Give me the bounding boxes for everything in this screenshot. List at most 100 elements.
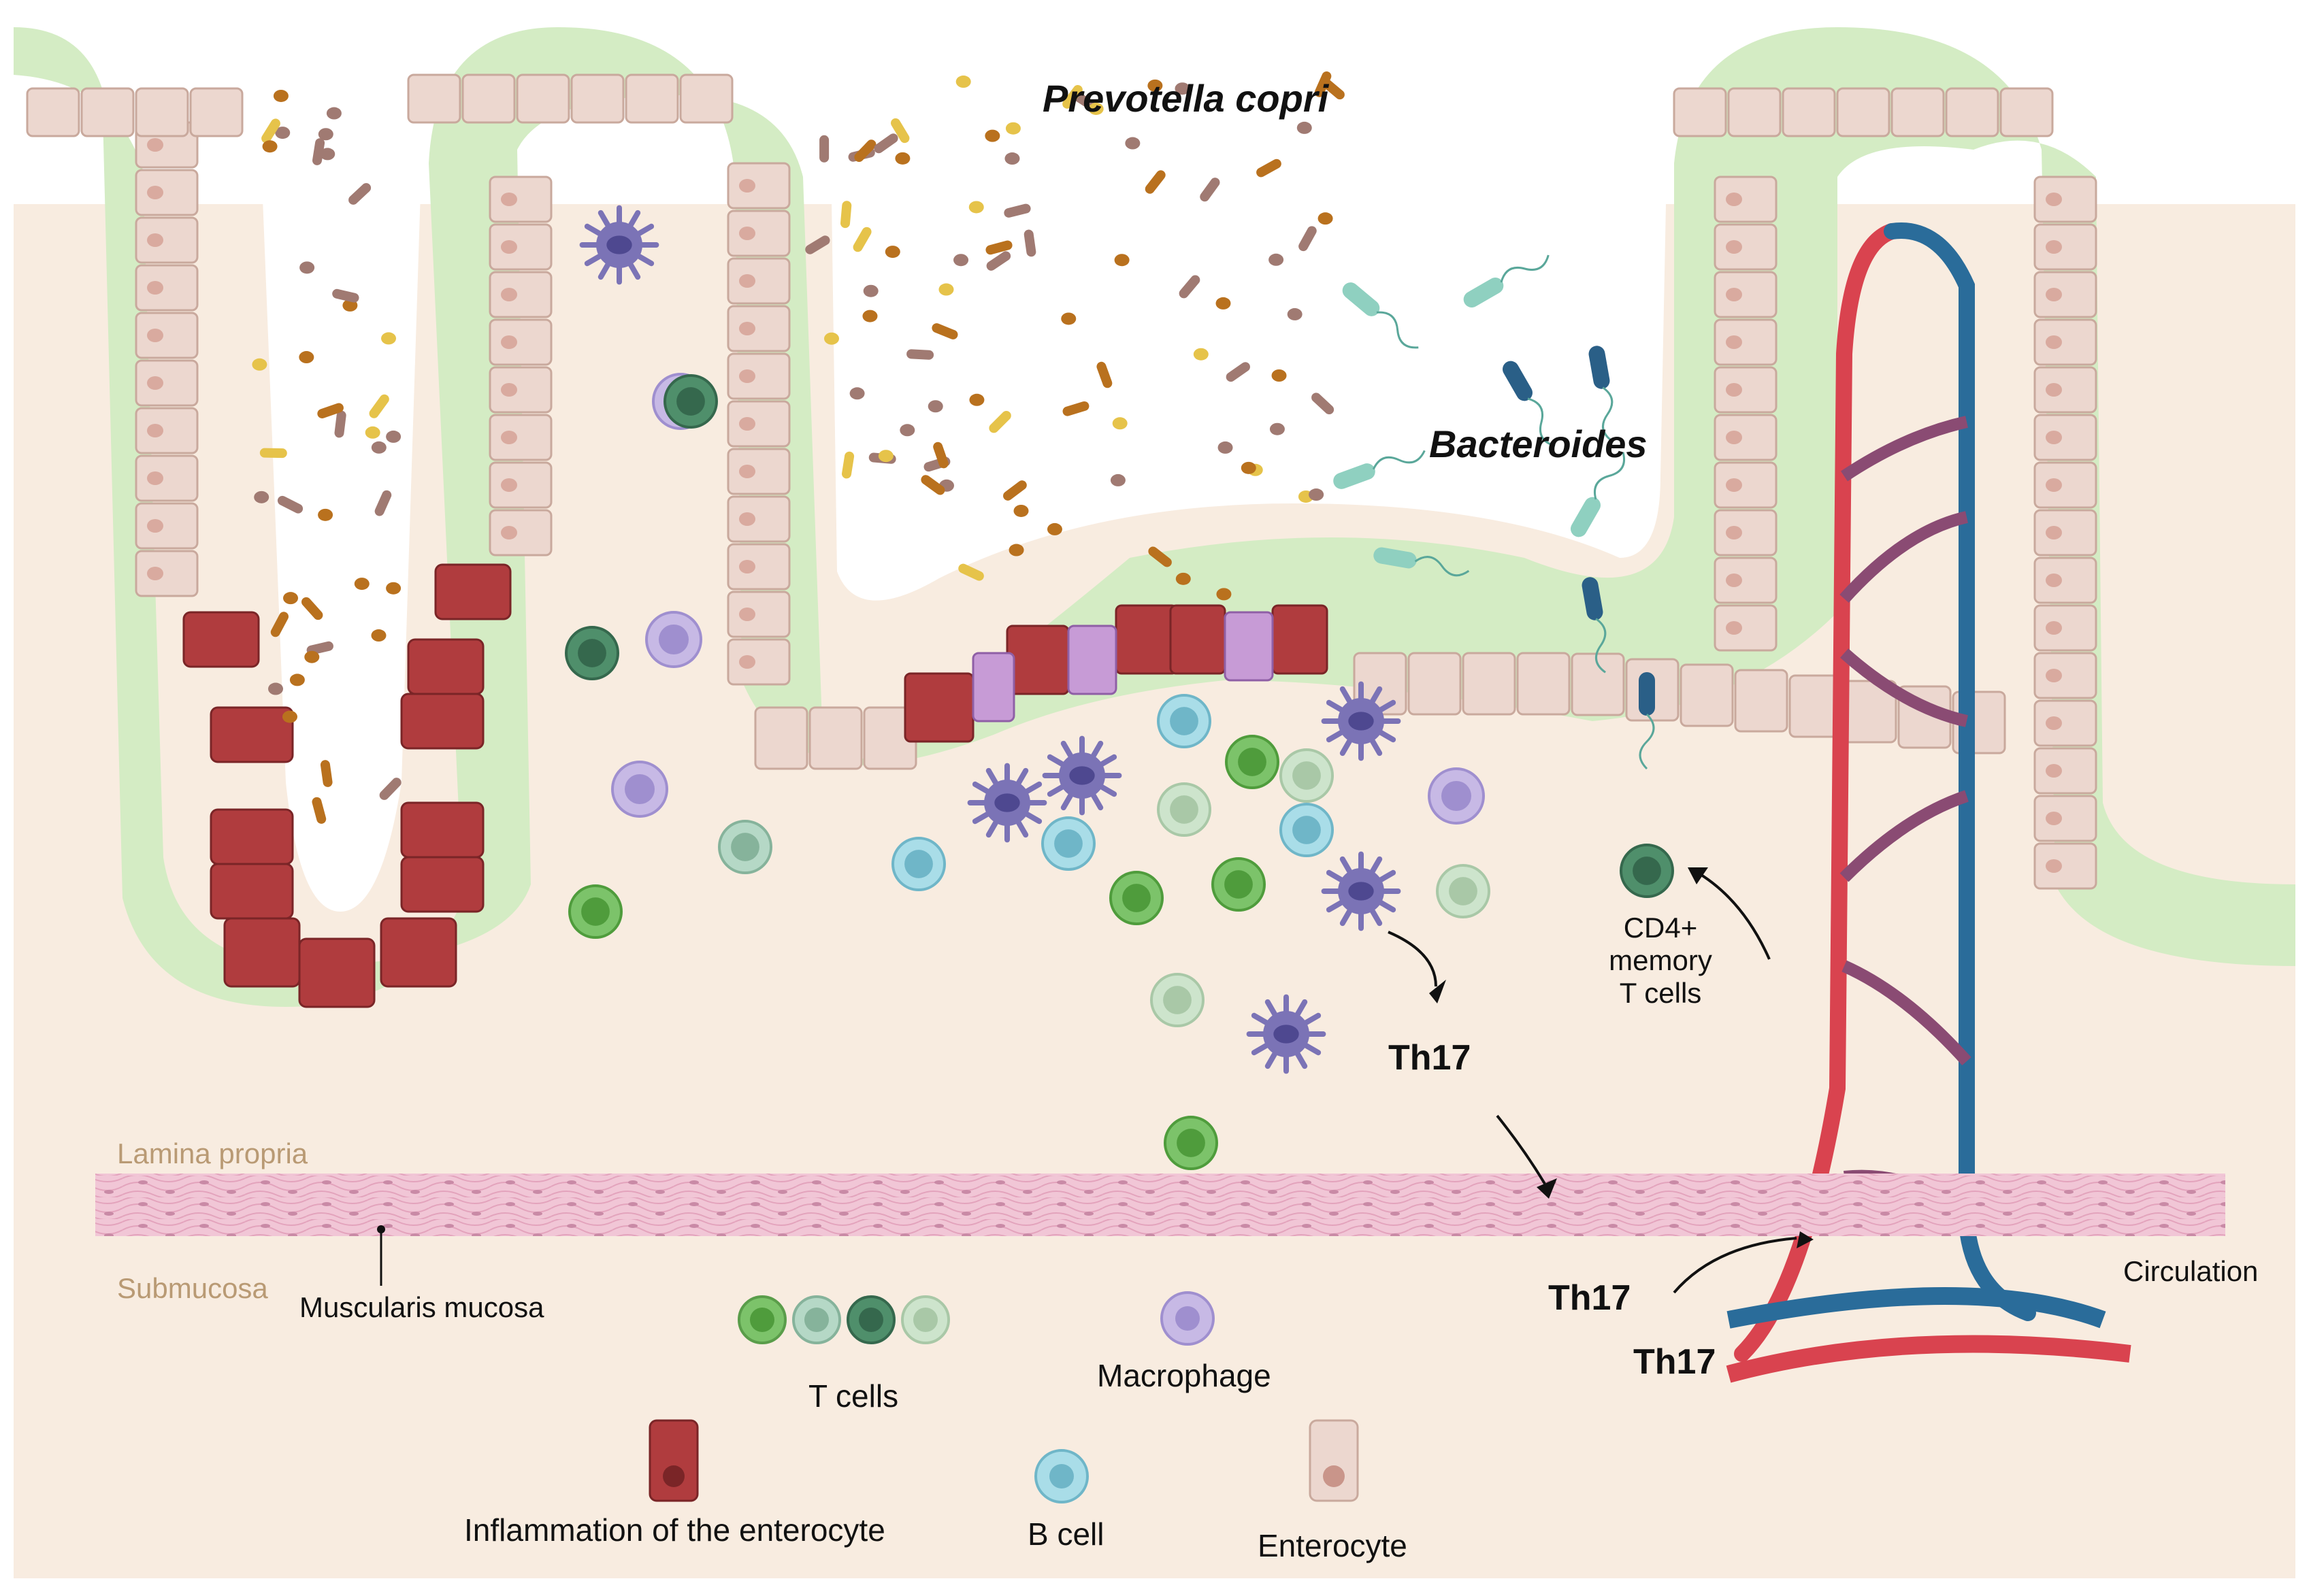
enterocyte-cell [1516,652,1571,716]
prevotella-coccus [985,129,1000,142]
prevotella-copri-label: Prevotella copri [1043,77,1329,120]
enterocyte-cell [1714,414,1778,461]
b-cell-nucleus [1170,707,1198,735]
prevotella-coccus [268,682,284,695]
bacteroides-rod [1582,577,1603,620]
enterocyte-cell [1945,87,1999,137]
enterocyte-nucleus [147,281,163,295]
bacteria-layer [252,71,1655,824]
immune-cells-layer [565,205,1674,1170]
macrophage-nucleus [659,625,689,654]
prevotella-rod [805,235,830,254]
enterocyte-nucleus [147,186,163,199]
bacteroides-rod [1342,282,1380,316]
enterocyte-cell [1836,87,1890,137]
enterocyte-nucleus [501,288,517,301]
prevotella-rod [840,201,852,229]
prevotella-coccus [1268,253,1284,266]
enterocyte-cell [189,87,244,137]
enterocyte-nucleus [1726,573,1742,587]
bacteroides-flagellum [1595,618,1607,674]
enterocyte-cell [1407,652,1462,716]
enterocyte-cell [1890,87,1945,137]
bacteroides-flagellum [1527,397,1556,447]
arrowheads [1429,867,1814,1248]
muscularis-mucosa-band [95,1174,2225,1236]
enterocyte-cell [625,73,679,124]
enterocyte-cell [2033,461,2097,509]
prevotella-coccus [862,310,878,322]
enterocyte-cell [2033,318,2097,366]
enterocyte-cell [1714,461,1778,509]
prevotella-coccus [326,107,342,120]
enterocyte-nucleus [2046,812,2062,825]
enterocyte-cell [727,543,791,591]
prevotella-rod [369,394,389,418]
prevotella-coccus [320,148,335,161]
bacteroides-flagellum [1602,386,1614,442]
prevotella-coccus [1241,461,1256,474]
dendritic-cell-nucleus [1273,1025,1299,1044]
bacteroides-flagellum [1376,311,1419,349]
enterocyte-cell [727,495,791,543]
enterocyte-cell [1571,652,1625,716]
prevotella-coccus [928,400,943,413]
prevotella-coccus [371,441,387,454]
legend-inflamed-enterocyte: Inflammation of the enterocyte [464,1512,885,1548]
prevotella-rod [312,797,327,824]
enterocyte-cell [1673,87,1727,137]
prevotella-rod [986,251,1011,271]
prevotella-coccus [900,424,915,437]
prevotella-coccus [1147,79,1163,92]
damaged-cells [972,611,1274,722]
prevotella-coccus [824,332,840,345]
enterocyte-cell [489,318,553,366]
prevotella-rod [317,403,344,418]
enterocyte-nucleus [2046,193,2062,206]
prevotella-rod [874,133,898,154]
prevotella-rod [1311,393,1334,415]
enterocyte-nucleus [2046,573,2062,587]
bacteroides-flagellum [1372,450,1426,470]
prevotella-coccus [1287,307,1303,320]
bacteroides-flagellum [1594,452,1625,500]
dendritic-cell-nucleus [994,793,1020,812]
t-cell-nucleus [1633,857,1661,885]
prevotella-coccus [968,201,984,214]
dendritic-cell-nucleus [1348,712,1374,731]
prevotella-coccus [282,710,297,723]
enterocyte-nucleus [739,512,755,526]
prevotella-coccus [299,261,315,274]
enterocyte-cell [727,638,791,686]
enterocyte-cell [679,73,734,124]
enterocyte-cell [727,162,791,210]
b-cell-nucleus [904,850,933,878]
prevotella-rod [1024,229,1036,257]
prevotella-rod [1096,361,1113,388]
prevotella-rod [332,288,359,303]
prevotella-coccus [386,582,402,595]
prevotella-rod [259,448,287,459]
th17-label-center: Th17 [1388,1038,1471,1078]
prevotella-coccus [863,284,879,297]
enterocyte-cell [135,502,199,550]
prevotella-rod [819,135,830,163]
prevotella-coccus [1112,417,1128,430]
enterocyte-cell [489,509,553,556]
enterocyte-nucleus [501,240,517,254]
enterocyte-nucleus [739,560,755,573]
prevotella-coccus [1271,369,1287,382]
enterocyte-nucleus [501,431,517,444]
bacteroides-flagellum [1414,556,1470,577]
prevotella-coccus [953,254,969,267]
enterocyte-nucleus [1726,478,1742,492]
circulation-label: Circulation [2123,1255,2259,1287]
enterocyte-cell [1782,87,1836,137]
enterocyte-cell [1714,318,1778,366]
enterocyte-nucleus [739,417,755,431]
enterocyte-lining [26,73,2097,890]
prevotella-rod [334,410,346,438]
bacteroides-rod [1333,463,1375,489]
submucosa-label: Submucosa [117,1272,268,1304]
enterocyte-cell [1714,223,1778,271]
